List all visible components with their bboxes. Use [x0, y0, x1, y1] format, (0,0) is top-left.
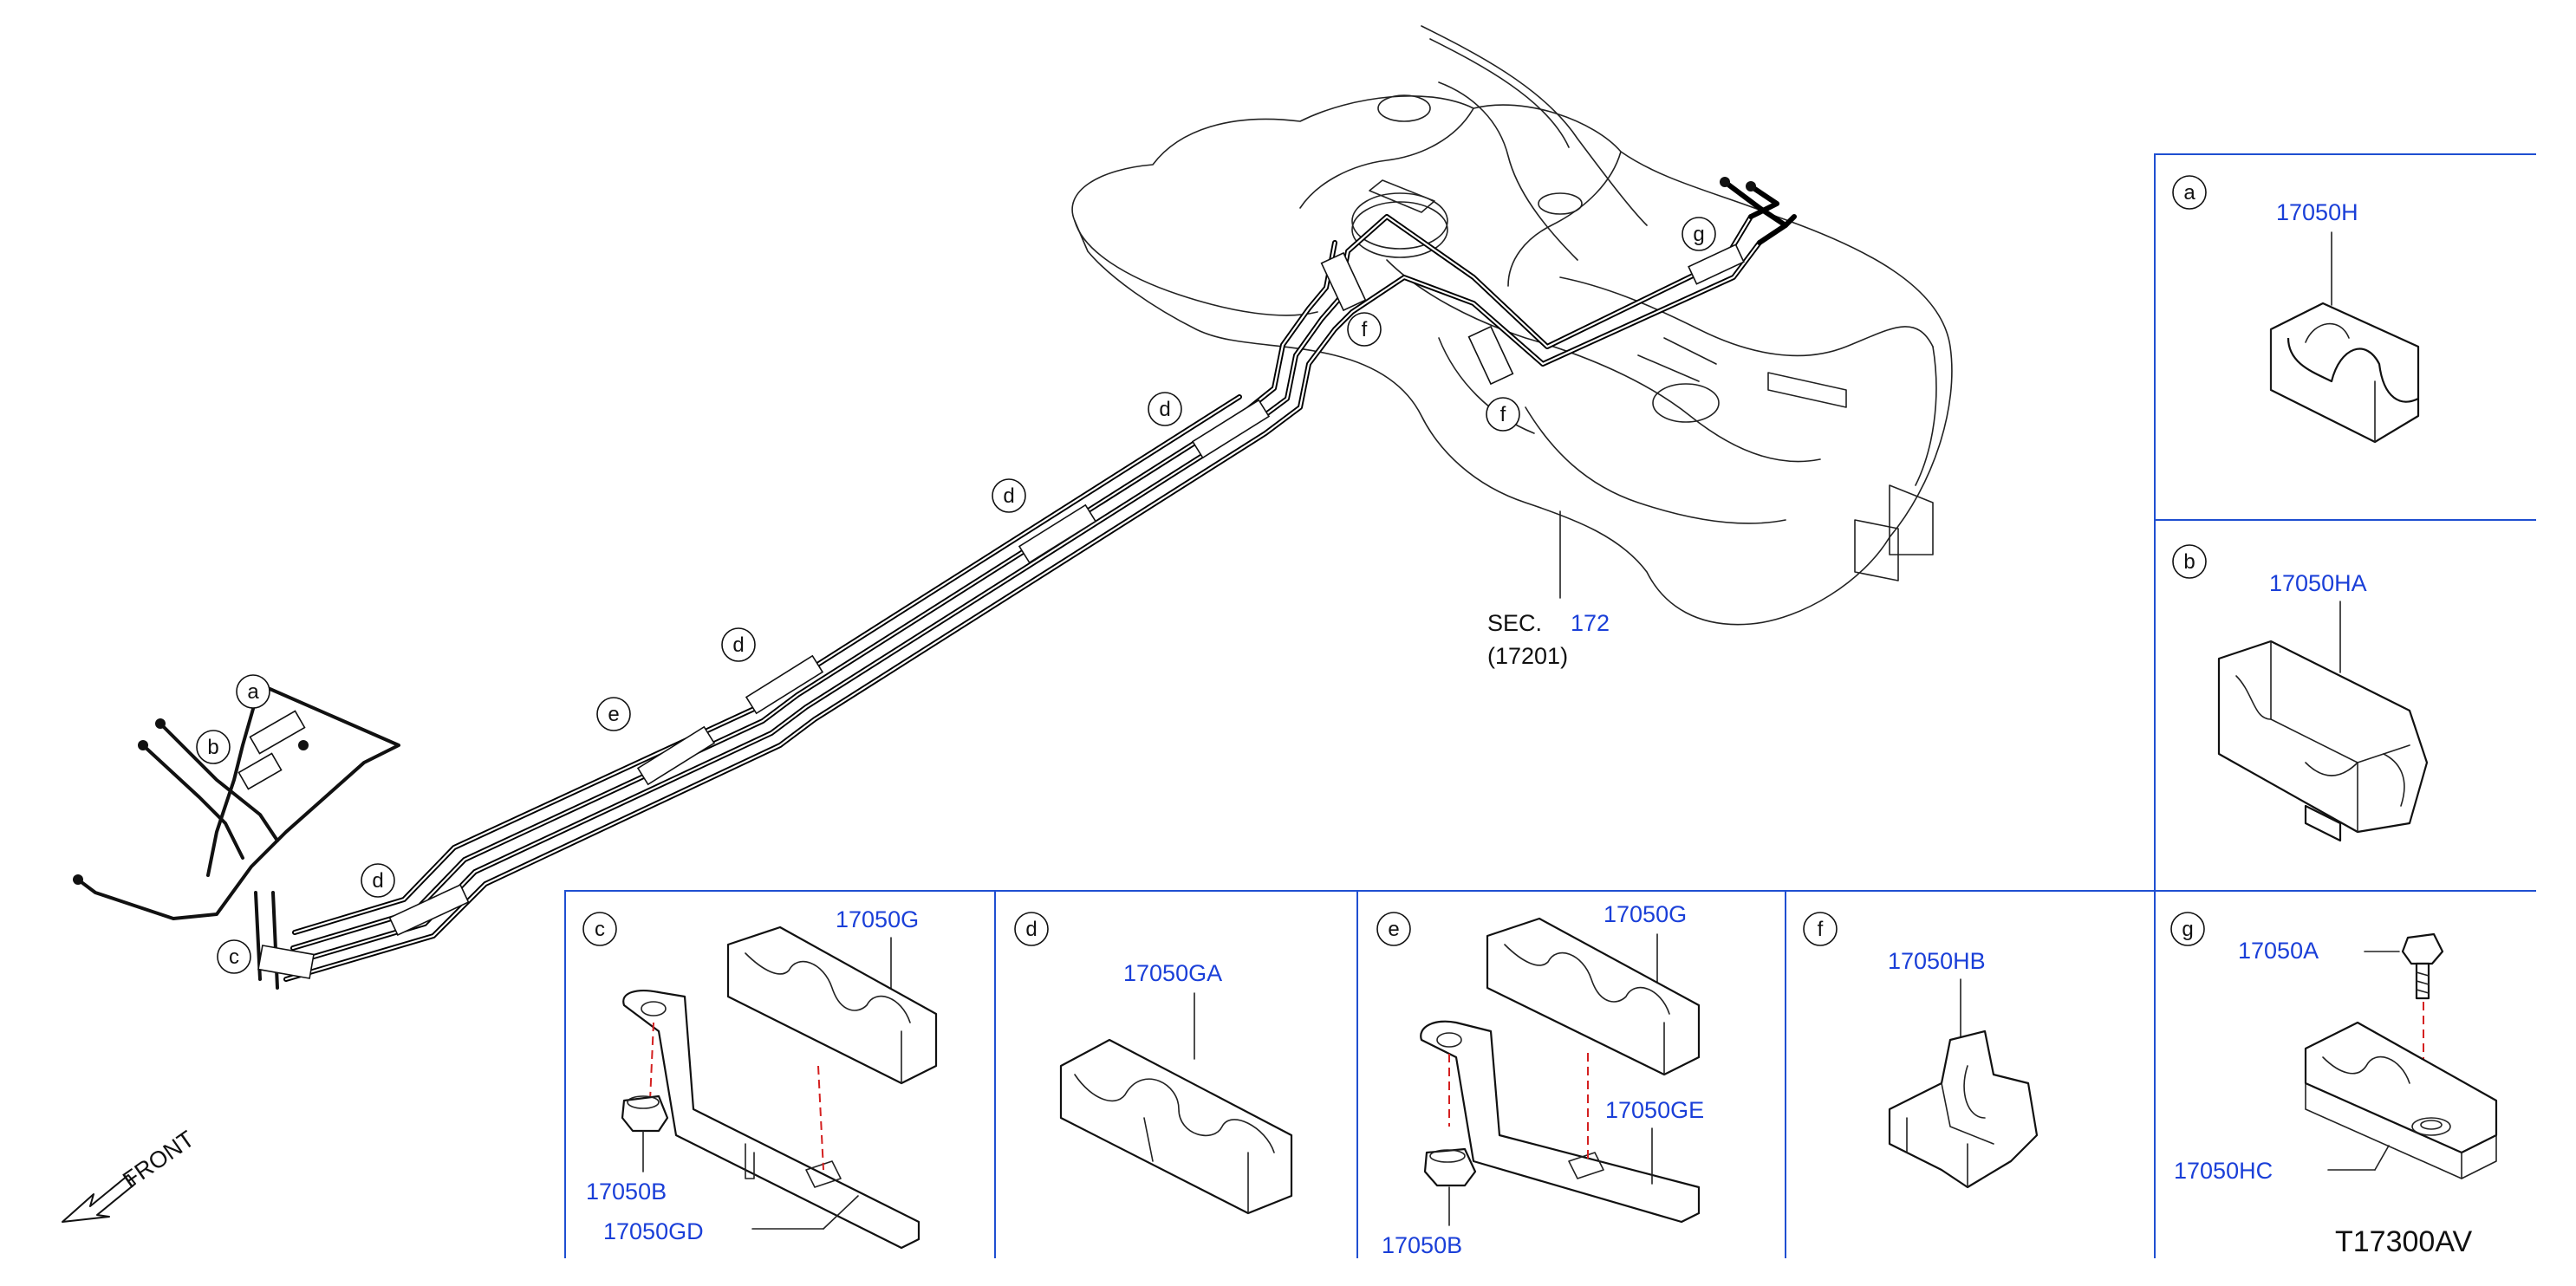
panel-g-letter: g [2182, 918, 2193, 941]
panel-e: e 17050G 17050GE 17050B [1376, 901, 1704, 1258]
tank-sec-label: SEC. [1487, 610, 1542, 636]
callout-f1: f [1362, 318, 1368, 341]
panel-frames [564, 153, 2536, 1258]
bracket-17050ge [1420, 1020, 1701, 1224]
callout-d3: d [1003, 484, 1014, 508]
panel-g-bolt: 17050A [2238, 938, 2319, 964]
tank-part-ref: (17201) [1487, 643, 1568, 669]
clip-17050hc [2304, 1021, 2498, 1179]
front-arrow-icon [62, 1174, 136, 1223]
front-label: FRONT [118, 1126, 198, 1193]
grommet-17050b-c [621, 1094, 669, 1133]
panel-g: g 17050A 17050HC [2170, 912, 2498, 1184]
fuel-lines [73, 177, 1797, 990]
panel-e-clip: 17050G [1603, 901, 1687, 927]
panel-b: b 17050HA [2172, 544, 2429, 842]
clip-17050ga [1059, 1038, 1293, 1215]
fuel-tank [1071, 25, 1953, 626]
panel-f: f 17050HB [1803, 912, 2039, 1189]
panel-b-part: 17050HA [2269, 570, 2367, 596]
diagram-code: T17300AV [2335, 1225, 2472, 1258]
panel-c-letter: c [595, 918, 605, 941]
callout-d2: d [732, 633, 744, 657]
panel-c: c 17050G 17050B 17050GD [582, 906, 938, 1250]
callout-d4: d [1159, 398, 1170, 421]
panel-d: d 17050GA [1014, 912, 1293, 1215]
panel-a-part: 17050H [2276, 199, 2358, 225]
panel-e-grommet: 17050B [1382, 1232, 1462, 1258]
panel-g-clip: 17050HC [2174, 1158, 2273, 1184]
panel-d-part: 17050GA [1123, 960, 1222, 986]
panel-a-letter: a [2183, 181, 2195, 205]
callout-f2: f [1500, 403, 1506, 426]
clip-17050g-c [726, 926, 938, 1085]
clip-17050hb [1888, 1029, 2039, 1189]
callout-c: c [229, 945, 239, 969]
callout-b: b [207, 736, 218, 759]
clip-17050h [2269, 302, 2420, 444]
panel-e-bracket: 17050GE [1605, 1097, 1704, 1123]
callout-g: g [1693, 223, 1704, 246]
main-callouts: a b c d d d d e f f g [196, 217, 1716, 974]
callout-e: e [608, 703, 619, 726]
tank-sec-number: 172 [1571, 610, 1610, 636]
panel-f-letter: f [1818, 918, 1824, 941]
bolt-17050a [2401, 932, 2444, 1000]
clip-17050g-e [1486, 917, 1701, 1076]
clip-17050ha [2217, 640, 2429, 842]
panel-e-letter: e [1388, 918, 1399, 941]
panel-d-letter: d [1025, 918, 1037, 941]
callout-a: a [247, 680, 259, 704]
callout-d1: d [372, 869, 383, 893]
panel-c-bracket: 17050GD [603, 1218, 704, 1244]
grommet-17050b-e [1423, 1147, 1477, 1187]
line-clamps [237, 244, 1745, 979]
panel-b-letter: b [2183, 550, 2195, 574]
panel-a: a 17050H [2172, 175, 2420, 444]
panel-c-grommet: 17050B [586, 1179, 667, 1205]
panel-c-clip: 17050G [836, 906, 919, 932]
panel-f-part: 17050HB [1888, 948, 1986, 974]
